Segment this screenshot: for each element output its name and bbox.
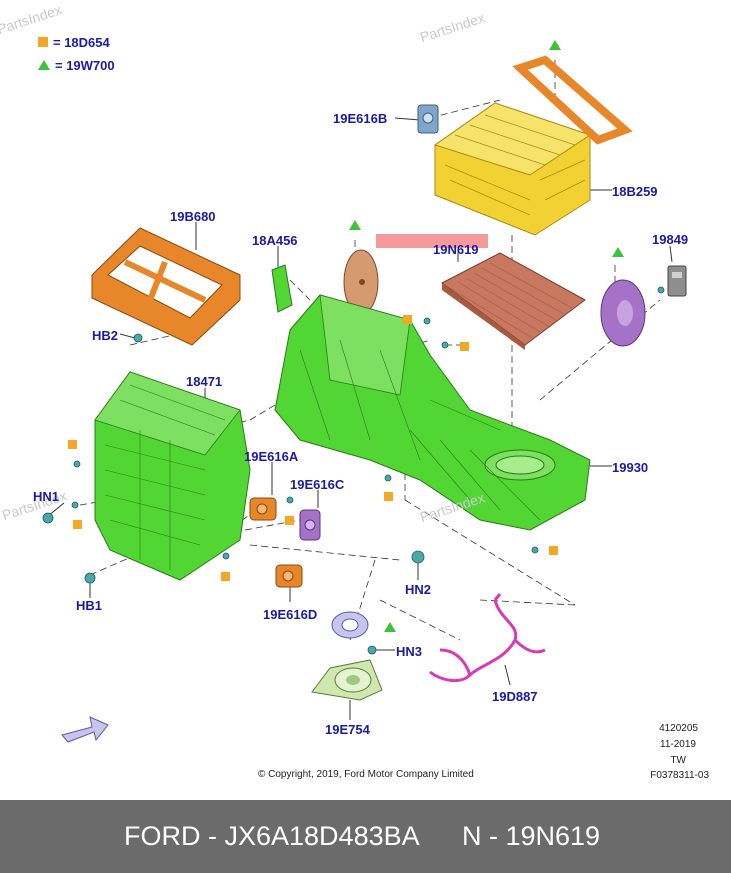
left-housing-18471: [94, 371, 251, 581]
callout-19e616c[interactable]: 19E616C: [290, 477, 345, 492]
footer-part-number: FORD - JX6A18D483BA: [124, 821, 420, 851]
callout-18b259[interactable]: 18B259: [612, 184, 658, 199]
callout-hb2[interactable]: HB2: [92, 328, 119, 343]
callout-hn3[interactable]: HN3: [396, 644, 423, 659]
footer-bar: FORD - JX6A18D483BA N - 19N619: [0, 800, 731, 873]
legend-item-square: = 18D654: [38, 34, 110, 50]
actuator-19e616b: [417, 104, 439, 134]
callout-hb1[interactable]: HB1: [76, 598, 103, 613]
purple-seal: [600, 279, 646, 347]
highlighted-part-marker: [376, 234, 488, 248]
callout-19e754[interactable]: 19E754: [325, 722, 370, 737]
figure-number: F0378311-03: [650, 770, 709, 781]
resistor-19849: [667, 265, 687, 297]
wire-harness-19d887: [429, 593, 546, 683]
square-markers-18d654: [68, 315, 558, 581]
diagram-code: 4120205: [659, 723, 698, 734]
callout-18a456[interactable]: 18A456: [252, 233, 298, 248]
part-18a456: [271, 264, 293, 313]
upper-housing-18b259: [433, 102, 592, 236]
triangle-markers-19w700: [349, 40, 624, 632]
diagram-date: 11-2019: [660, 739, 696, 750]
seal-frame-top: [512, 55, 633, 145]
callout-19n619[interactable]: 19N619: [433, 242, 479, 257]
callout-19d887[interactable]: 19D887: [492, 689, 538, 704]
fasteners: [42, 286, 665, 655]
legend-text: = 19W700: [55, 57, 115, 73]
callout-18471[interactable]: 18471: [186, 374, 223, 389]
callout-19e616d[interactable]: 19E616D: [263, 607, 318, 622]
triangle-icon: [38, 60, 50, 70]
callout-19e616a[interactable]: 19E616A: [244, 449, 299, 464]
callout-hn1[interactable]: HN1: [33, 489, 60, 504]
diagram-region: TW: [670, 755, 686, 766]
callout-19b680[interactable]: 19B680: [170, 209, 216, 224]
orange-frame-19b680: [91, 227, 241, 346]
legend-item-triangle: = 19W700: [38, 57, 115, 73]
copyright-notice: © Copyright, 2019, Ford Motor Company Li…: [258, 769, 474, 780]
actuator-19e616d: [275, 564, 303, 588]
motor-seal-ring: [331, 611, 369, 639]
actuator-19e616a: [249, 497, 277, 521]
actuator-19e616c: [299, 509, 321, 541]
square-icon: [38, 37, 48, 47]
callout-hn2[interactable]: HN2: [405, 582, 432, 597]
cabin-filter-19n619: [441, 252, 586, 350]
callout-19e616b[interactable]: 19E616B: [333, 111, 388, 126]
callout-19849[interactable]: 19849: [652, 232, 689, 247]
leader-lines: [47, 117, 673, 720]
callout-19930[interactable]: 19930: [612, 460, 649, 475]
main-housing-center: [274, 294, 591, 531]
blower-motor-19e754: [311, 659, 383, 701]
exploded-parts-diagram: [42, 40, 687, 743]
footer-ref: N - 19N619: [462, 821, 601, 851]
legend-text: = 18D654: [53, 34, 110, 50]
direction-arrow: [61, 716, 109, 743]
